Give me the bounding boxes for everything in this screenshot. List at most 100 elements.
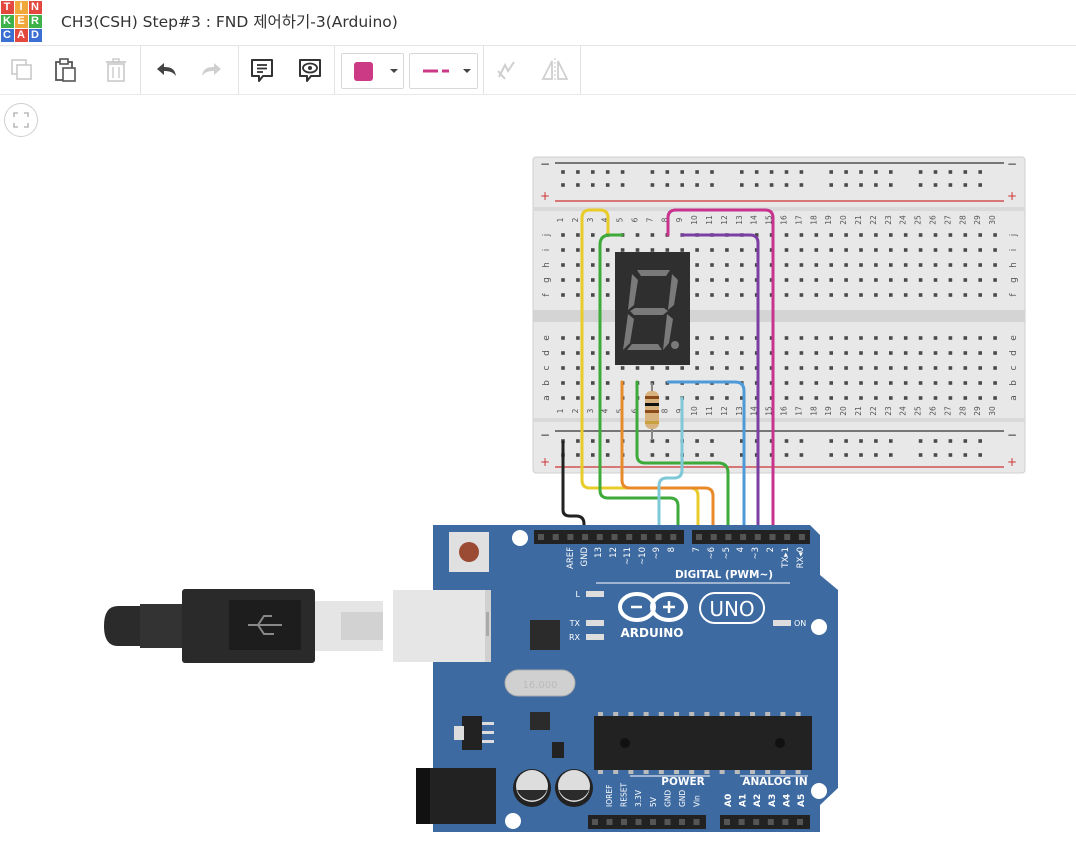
column-number: 21 <box>854 215 863 225</box>
column-number: 28 <box>958 406 967 416</box>
column-number: 12 <box>720 215 729 225</box>
wire-type-dropdown[interactable] <box>409 53 478 89</box>
model-label: UNO <box>709 597 754 621</box>
column-number: 8 <box>660 408 669 413</box>
column-number: 2 <box>571 217 580 222</box>
seven-segment-display[interactable]: 8 <box>615 252 690 365</box>
paste-button[interactable] <box>44 46 88 94</box>
led-label: RX <box>569 633 581 642</box>
column-number: 15 <box>765 406 774 416</box>
resistor[interactable] <box>645 383 659 440</box>
column-number: 4 <box>601 408 610 413</box>
column-number: 17 <box>794 406 803 416</box>
rail-sign: + <box>1007 189 1017 203</box>
column-number: 19 <box>824 406 833 416</box>
digital-pin-label: 13 <box>594 547 604 558</box>
wire-black[interactable] <box>561 440 586 542</box>
digital-pin-label: AREF <box>566 547 576 569</box>
logo-letter: T <box>0 0 14 14</box>
wire-magenta[interactable] <box>666 208 775 542</box>
wire-purple[interactable] <box>680 233 760 542</box>
led-label: TX <box>569 619 581 628</box>
column-number: 5 <box>616 408 625 413</box>
analog-header <box>720 815 810 829</box>
column-number: 11 <box>705 406 714 416</box>
column-number: 14 <box>750 215 759 225</box>
brand-label: ARDUINO <box>621 626 684 640</box>
row-letter: i <box>542 249 552 252</box>
column-number: 29 <box>973 406 982 416</box>
line-style-icon <box>423 69 449 73</box>
fit-view-button[interactable] <box>4 103 38 137</box>
note-icon <box>251 59 273 82</box>
row-letter: f <box>542 293 552 297</box>
arduino-logo <box>618 592 688 622</box>
rail-sign: − <box>1007 428 1017 442</box>
column-number: 24 <box>899 215 908 225</box>
wire-color-swatch <box>354 61 373 81</box>
breadboard[interactable]: 1122334455667788991010111112121313141415… <box>532 156 1026 474</box>
power-pin-label: GND <box>663 790 672 807</box>
chevron-down-icon <box>390 69 398 73</box>
column-number: 25 <box>914 215 923 225</box>
rotate-button[interactable] <box>485 46 529 94</box>
undo-button[interactable] <box>144 46 188 94</box>
wire-lightblue[interactable] <box>657 396 684 542</box>
digital-pin-label: 4 <box>736 547 746 552</box>
mirror-button[interactable] <box>533 46 577 94</box>
column-number: 26 <box>929 215 938 225</box>
row-letter: g <box>1009 277 1019 283</box>
column-number: 30 <box>988 215 997 225</box>
row-letter: c <box>542 365 552 370</box>
led-label: L <box>576 590 581 599</box>
crystal-label: 16.000 <box>523 680 558 691</box>
digital-pin-label: RX◂0 <box>796 547 806 568</box>
wire-color-dropdown[interactable] <box>341 53 404 89</box>
redo-button[interactable] <box>190 46 234 94</box>
power-pin-label: Vin <box>693 795 702 807</box>
copy-button[interactable] <box>0 46 44 94</box>
delete-button[interactable] <box>94 46 138 94</box>
logo-letter: C <box>0 28 14 42</box>
copy-icon <box>11 59 32 80</box>
row-letter: g <box>542 277 552 283</box>
column-number: 12 <box>720 406 729 416</box>
column-number: 19 <box>824 215 833 225</box>
row-letter: b <box>1009 380 1019 386</box>
undo-icon <box>157 63 176 76</box>
column-number: 27 <box>943 406 952 416</box>
analog-pin-label: A3 <box>768 794 778 807</box>
column-number: 28 <box>958 215 967 225</box>
column-number: 5 <box>616 217 625 222</box>
column-number: 2 <box>571 408 580 413</box>
wire-blue[interactable] <box>666 380 746 542</box>
column-number: 11 <box>705 215 714 225</box>
power-pin-label: 5V <box>649 796 658 807</box>
wire-green-left[interactable] <box>598 233 680 542</box>
notes-visibility-button[interactable] <box>288 46 332 94</box>
logo-letter: N <box>28 0 42 14</box>
digital-pin-label: 2 <box>766 547 776 552</box>
design-title[interactable]: CH3(CSH) Step#3 : FND 제어하기-3(Arduino) <box>61 13 398 31</box>
column-number: 14 <box>750 406 759 416</box>
column-number: 3 <box>586 408 595 413</box>
column-number: 1 <box>556 408 565 413</box>
chevron-down-icon <box>463 69 471 73</box>
column-number: 13 <box>735 215 744 225</box>
usb-cable[interactable] <box>104 589 383 663</box>
wire-orange[interactable] <box>620 380 715 542</box>
rail-sign: − <box>540 428 550 442</box>
analog-pin-label: A0 <box>724 794 734 807</box>
paste-icon <box>55 58 76 82</box>
column-number: 27 <box>943 215 952 225</box>
column-number: 23 <box>884 406 893 416</box>
column-number: 26 <box>929 406 938 416</box>
column-number: 9 <box>675 217 684 222</box>
notes-button[interactable] <box>240 46 284 94</box>
notes-visibility-icon <box>299 59 321 82</box>
on-label: ON <box>794 619 806 628</box>
